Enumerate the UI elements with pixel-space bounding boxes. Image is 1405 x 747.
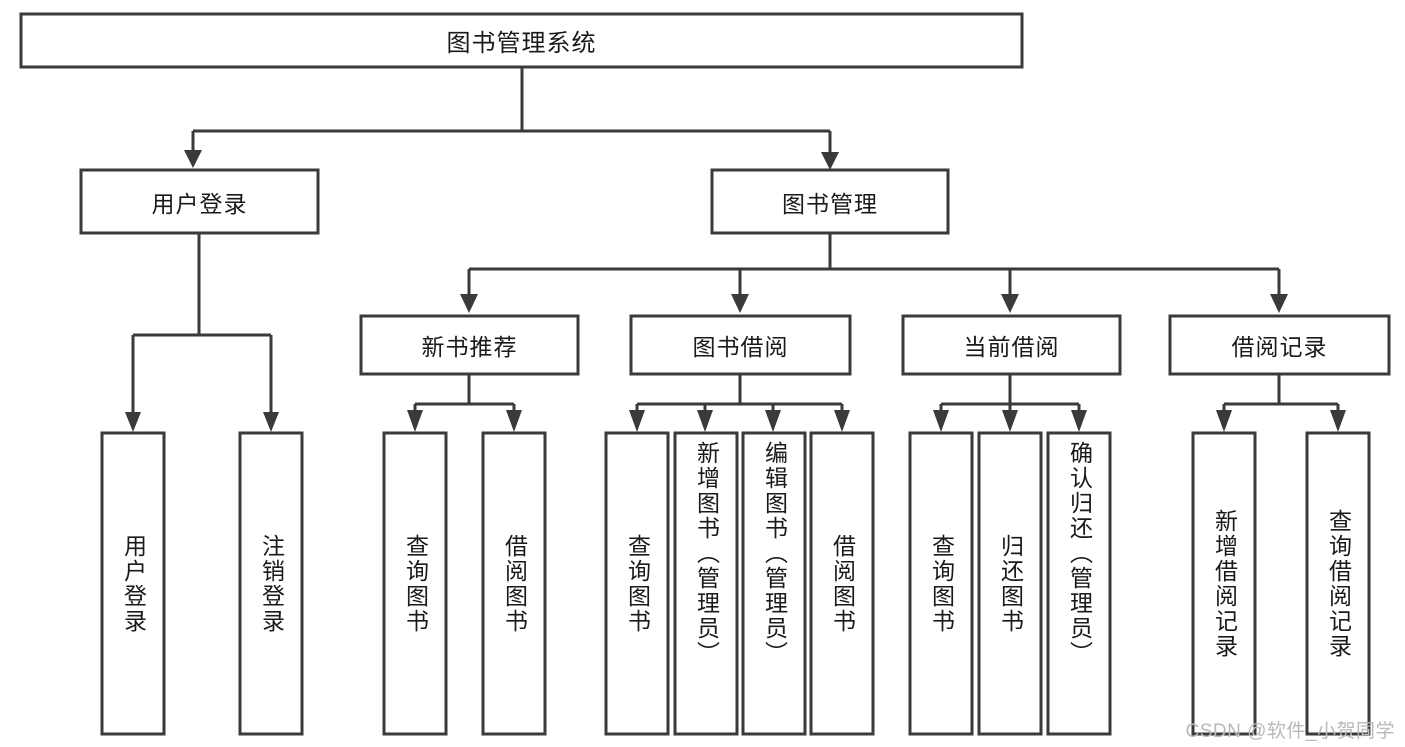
arrowhead-leaf-query-book-2 [629,410,645,432]
arrowhead-leaf-add-record [1216,410,1232,432]
node-box-book-borrow[interactable] [629,314,852,376]
arrowhead-leaf-edit-book [765,410,781,432]
node-box-root[interactable] [19,12,1024,69]
arrowhead-leaf-query-book-3 [933,410,949,432]
arrowhead-leaf-borrow-book-2 [834,410,850,432]
arrowhead-leaf-query-record [1330,410,1346,432]
node-box-leaf-query-book-2[interactable] [604,431,670,736]
arrowhead-leaf-borrow-book-1 [506,410,522,432]
node-box-leaf-query-book-1[interactable] [382,431,448,736]
node-box-leaf-logout-login[interactable] [238,431,304,736]
node-box-new-book-recommend[interactable] [359,314,580,376]
arrowhead-user-login [184,150,202,168]
node-box-current-borrow[interactable] [901,314,1122,376]
arrowhead-book-management [821,152,839,170]
arrowhead-leaf-user-login [125,412,141,432]
node-box-borrow-record[interactable] [1168,314,1391,376]
node-box-book-management[interactable] [710,168,950,235]
arrowhead-borrow-record [1270,294,1288,313]
node-box-leaf-borrow-book-1[interactable] [481,431,547,736]
node-box-leaf-add-record[interactable] [1191,431,1257,736]
arrowhead-new-book-recommend [460,294,478,313]
csdn-watermark: CSDN @软件_小贺同学 [1185,721,1395,742]
node-box-user-login[interactable] [79,168,320,235]
node-box-leaf-return-book[interactable] [977,431,1043,736]
node-box-leaf-borrow-book-2[interactable] [809,431,875,736]
arrowhead-leaf-add-book [697,410,713,432]
node-box-leaf-add-book[interactable] [673,431,739,736]
arrowhead-leaf-query-book-1 [407,410,423,432]
arrowhead-leaf-return-book [1002,410,1018,432]
node-box-leaf-user-login[interactable] [100,431,166,736]
node-box-leaf-query-record[interactable] [1305,431,1371,736]
arrowhead-book-borrow [731,294,749,313]
node-box-leaf-confirm-return[interactable] [1046,431,1112,736]
arrowhead-current-borrow [1001,294,1019,313]
arrowhead-leaf-logout-login [263,412,279,432]
node-box-leaf-edit-book[interactable] [741,431,807,736]
arrowhead-leaf-confirm-return [1071,410,1087,432]
node-box-leaf-query-book-3[interactable] [908,431,974,736]
